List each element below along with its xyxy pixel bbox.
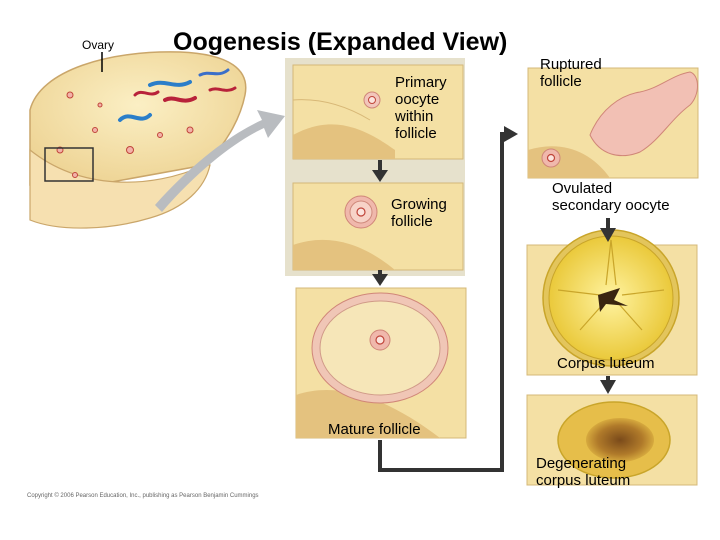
label-corpus-luteum: Corpus luteum [557,355,655,372]
page-title: Oogenesis (Expanded View) [173,28,508,56]
copyright-notice: Copyright © 2006 Pearson Education, Inc.… [27,493,259,499]
label-degenerating-corpus-luteum: Degenerating corpus luteum [536,455,631,489]
big-gray-arrow [155,110,285,212]
label-primary-oocyte: Primary oocyte within follicle [395,74,447,142]
arrow-mature-to-ruptured [378,132,506,472]
panel-corpus-luteum [526,229,698,376]
panel-degenerating-corpus-luteum [526,394,698,486]
ovary-zoom-box [44,147,94,182]
panel-growing-follicle [292,182,464,271]
ovary-blood-vessels [118,68,237,122]
label-mature-follicle: Mature follicle [328,421,421,438]
panel-mature-follicle [295,287,467,439]
label-growing-follicle: Growing follicle [391,196,447,230]
flow-arrows [372,126,616,472]
panel-primary-oocyte [292,64,464,160]
ovary-illustration [29,51,247,229]
panel-ruptured-follicle [527,67,699,179]
ovary-label: Ovary [82,38,115,52]
label-ruptured-follicle: Ruptured follicle [540,56,602,90]
arrow-growing-to-mature [372,274,388,286]
label-ovulated-oocyte: Ovulated secondary oocyte [552,180,670,214]
